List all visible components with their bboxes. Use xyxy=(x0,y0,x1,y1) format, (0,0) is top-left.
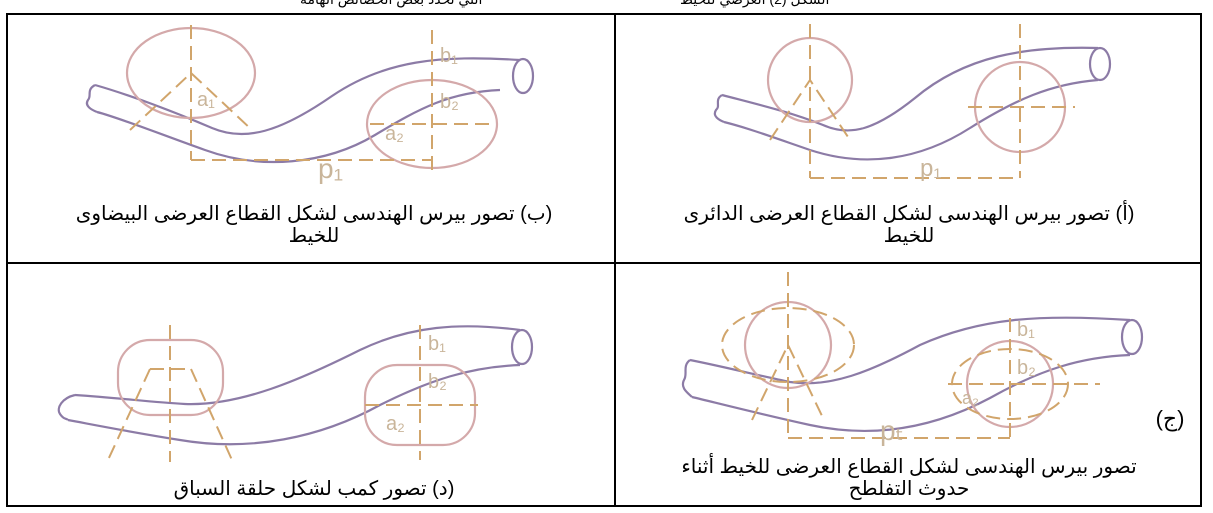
top-strip: التي تحدد بعض الخصائص الهامة الشكل (2) ا… xyxy=(0,0,1213,14)
caption-b-line1: (ب) تصور بيرس الهندسى لشكل القطاع العرضى… xyxy=(75,203,553,225)
construction-line xyxy=(190,368,233,461)
diagram-racetrack-section: b₁ b₂ a₂ xyxy=(57,325,534,462)
label-b2: b₂ xyxy=(428,371,447,393)
label-a2: a₂ xyxy=(385,123,404,145)
caption-a-line1: (أ) تصور بيرس الهندسى لشكل القطاع العرضى… xyxy=(683,203,1135,225)
yarn-tube xyxy=(67,325,521,446)
caption-c-line1: تصور بيرس الهندسى لشكل القطاع العرضى للخ… xyxy=(681,456,1137,478)
caption-panel-c: تصور بيرس الهندسى لشكل القطاع العرضى للخ… xyxy=(616,456,1202,500)
yarn-tube-end-left xyxy=(681,359,693,398)
yarn-tube-end-right xyxy=(1120,318,1144,356)
label-p: p₁ xyxy=(920,155,941,182)
caption-c-line2: حدوث التفلطح xyxy=(848,478,970,500)
yarn-tube-end-right xyxy=(511,57,535,95)
yarn-tube-end-right xyxy=(1088,46,1112,82)
figure-table xyxy=(6,13,1202,507)
label-b1: b₁ xyxy=(1017,319,1035,341)
left-flattened-outline xyxy=(721,307,855,383)
caption-panel-a: (أ) تصور بيرس الهندسى لشكل القطاع العرضى… xyxy=(616,203,1202,247)
yarn-tube xyxy=(721,46,1099,161)
label-b1: b₁ xyxy=(428,333,446,355)
label-b1: b₁ xyxy=(440,45,458,67)
caption-d-line1: (د) تصور كمب لشكل حلقة السباق xyxy=(173,478,455,500)
construction-line xyxy=(107,368,151,461)
yarn-tube-end-left xyxy=(713,94,725,124)
label-p: p₁ xyxy=(318,153,343,184)
diagram-flattening-section: b₁ b₂ a₂ pₜ xyxy=(681,272,1144,446)
construction-line xyxy=(769,78,851,141)
diagram-elliptical-section: b₁ b₂ a₁ a₂ p₁ xyxy=(85,25,535,184)
table-divider-vertical xyxy=(614,13,616,507)
yarn-tube-end-left xyxy=(85,84,98,114)
yarn-tube-end-left xyxy=(57,393,76,421)
label-a1: a₁ xyxy=(197,89,215,111)
top-strip-text-left: التي تحدد بعض الخصائص الهامة xyxy=(300,0,482,8)
construction-line xyxy=(751,342,825,421)
caption-panel-b: (ب) تصور بيرس الهندسى لشكل القطاع العرضى… xyxy=(14,203,614,247)
diagram-circular-section: p₁ xyxy=(713,24,1112,182)
table-divider-horizontal xyxy=(6,262,1202,264)
yarn-tube-end-right xyxy=(510,328,534,366)
label-p: pₜ xyxy=(880,415,904,446)
caption-b-line2: للخيط xyxy=(288,225,340,247)
panel-c-marker: (ج) xyxy=(1155,406,1185,431)
label-b2: b₂ xyxy=(440,91,459,113)
caption-panel-d: (د) تصور كمب لشكل حلقة السباق xyxy=(14,478,614,500)
label-a2: a₂ xyxy=(386,413,405,435)
caption-a-line2: للخيط xyxy=(883,225,935,247)
top-strip-text-right: الشكل (2) العرضي للخيط xyxy=(680,0,829,8)
construction-line xyxy=(129,71,253,131)
label-b2: b₂ xyxy=(1017,357,1036,379)
label-a2: a₂ xyxy=(962,388,979,408)
